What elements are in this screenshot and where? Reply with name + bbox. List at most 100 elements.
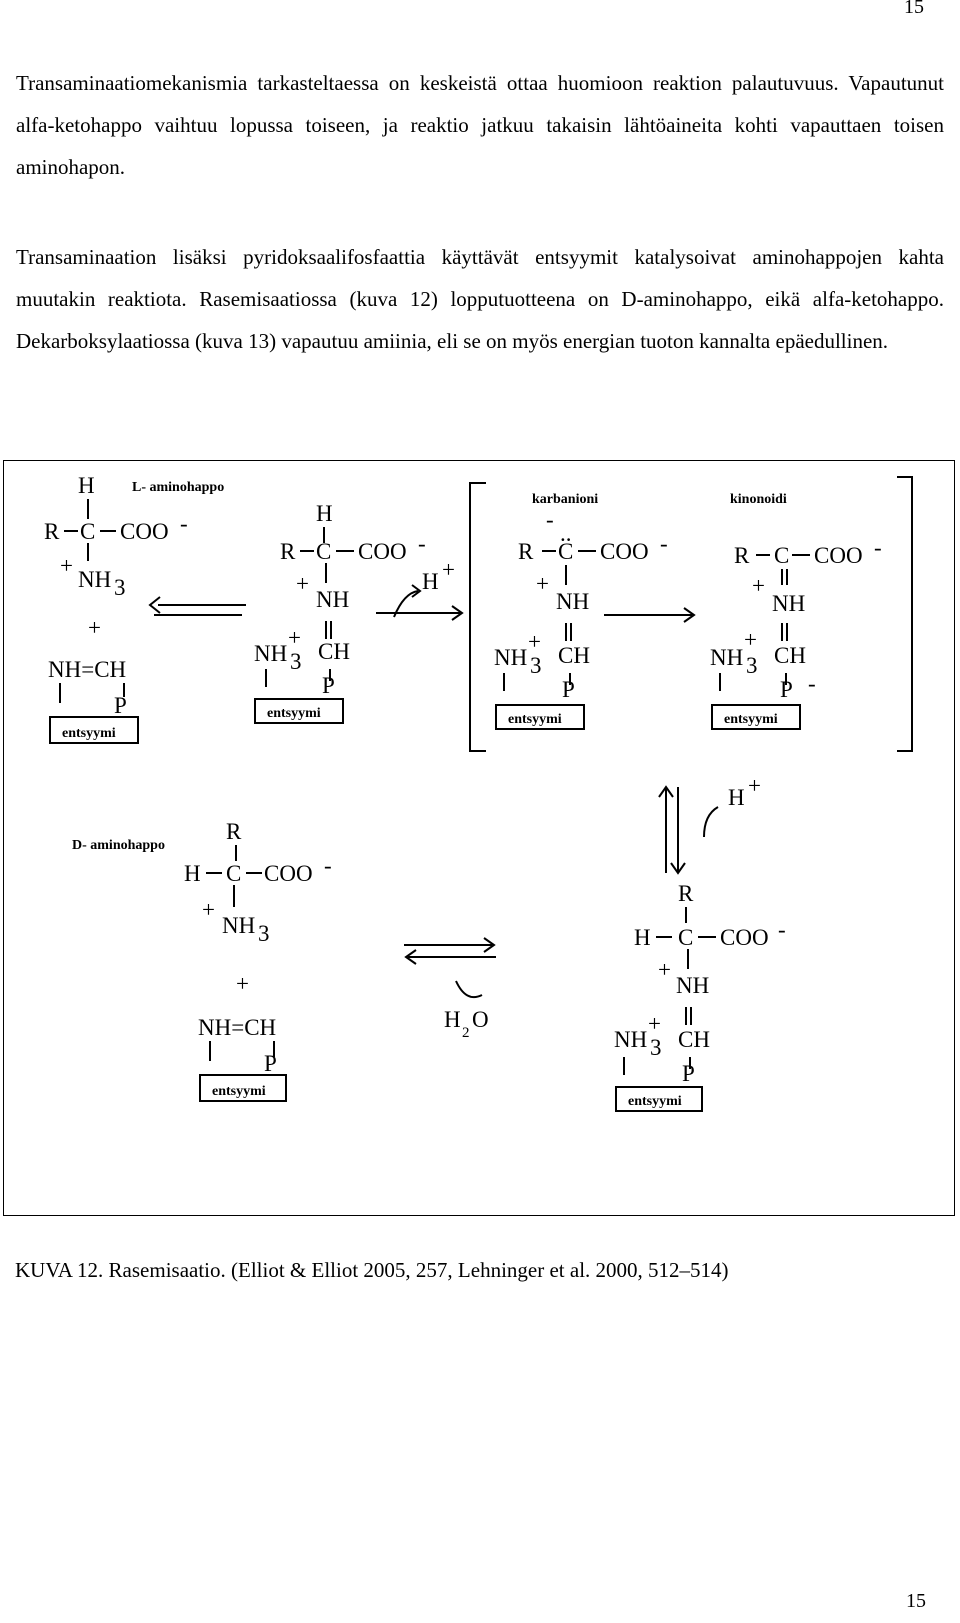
atom: + (236, 971, 249, 996)
atom: + (648, 1011, 661, 1036)
enzyme-label-6: entsyymi (628, 1094, 682, 1109)
atom: + (296, 571, 309, 596)
atom: P (114, 693, 127, 718)
reaction-scheme-svg: L- aminohappo karbanioni kinonoidi D- am… (44, 473, 913, 1112)
atom: H (78, 473, 95, 498)
atom: P (780, 677, 793, 702)
label-d-aminohappo: D- aminohappo (72, 838, 165, 853)
atom: NH (710, 645, 743, 670)
label-l-aminohappo: L- aminohappo (132, 480, 224, 495)
atom: NH (556, 589, 589, 614)
atom: - (808, 671, 816, 696)
paragraph-1: Transaminaatiomekanismia tarkasteltaessa… (16, 71, 944, 179)
enzyme-box-6 (615, 1086, 703, 1112)
atom: R (280, 539, 296, 564)
atom: .. (560, 521, 572, 546)
enzyme-label-1: entsyymi (62, 726, 116, 741)
atom: H (728, 785, 745, 810)
atom: NH=CH (198, 1015, 276, 1040)
atom: C (316, 539, 331, 564)
figure-caption: KUVA 12. Rasemisaatio. (Elliot & Elliot … (15, 1258, 729, 1282)
atom: H (444, 1007, 461, 1032)
atom: NH (316, 587, 349, 612)
atom: - (418, 531, 426, 556)
atom: 3 (650, 1035, 662, 1060)
label-karbanioni: karbanioni (532, 492, 598, 507)
atom: NH (676, 973, 709, 998)
atom: H (634, 925, 651, 950)
atom: P (264, 1051, 277, 1076)
enzyme-box-1 (49, 716, 139, 744)
atom: 2 (462, 1025, 470, 1041)
atom: R (226, 819, 242, 844)
atom: + (60, 553, 73, 578)
right-bracket (897, 476, 913, 752)
atom: NH (78, 567, 111, 592)
enzyme-label-2: entsyymi (267, 706, 321, 721)
atom: NH (614, 1027, 647, 1052)
atom: R (44, 519, 60, 544)
atom: COO (600, 539, 649, 564)
atom: 3 (746, 653, 758, 678)
atom: P (682, 1061, 695, 1086)
atom: R (518, 539, 534, 564)
atom: COO (264, 861, 313, 886)
page-number-bottom: 15 (906, 1590, 926, 1612)
atom: H (316, 501, 333, 526)
atom: C (226, 861, 241, 886)
atom: C (80, 519, 95, 544)
atom: + (536, 571, 549, 596)
page-number-top: 15 (904, 0, 924, 18)
atom: R (678, 881, 694, 906)
atom: O (472, 1007, 489, 1032)
atom: + (744, 627, 757, 652)
atom: H (184, 861, 201, 886)
atom: NH (254, 641, 287, 666)
atom: CH (774, 643, 806, 668)
enzyme-box-3 (495, 704, 585, 730)
atom: COO (814, 543, 863, 568)
atom: - (324, 853, 332, 878)
atom: COO (720, 925, 769, 950)
atom: NH (772, 591, 805, 616)
atom: 3 (290, 649, 302, 674)
atom: 3 (258, 921, 270, 946)
atom: - (874, 535, 882, 560)
atom: NH (494, 645, 527, 670)
atom: + (88, 615, 101, 640)
enzyme-label-3: entsyymi (508, 712, 562, 727)
atom: - (778, 917, 786, 942)
atom: C (678, 925, 693, 950)
atom: H (422, 569, 439, 594)
atom: - (546, 507, 554, 532)
atom: + (748, 773, 761, 798)
atom: 3 (530, 653, 542, 678)
enzyme-box-4 (711, 704, 801, 730)
atom: P (562, 677, 575, 702)
atom: + (202, 897, 215, 922)
atom: + (442, 557, 455, 582)
atom: C (558, 539, 573, 564)
atom: CH (558, 643, 590, 668)
atom: P (322, 673, 335, 698)
paragraph-2: Transaminaation lisäksi pyridoksaalifosf… (16, 245, 944, 353)
atom: C (774, 543, 789, 568)
atom: + (658, 957, 671, 982)
racemization-figure: L- aminohappo karbanioni kinonoidi D- am… (3, 460, 955, 1216)
atom: NH (222, 913, 255, 938)
label-kinonoidi: kinonoidi (730, 492, 787, 507)
enzyme-box-2 (254, 698, 344, 724)
enzyme-box-5 (199, 1074, 287, 1102)
atom: COO (358, 539, 407, 564)
atom: R (734, 543, 750, 568)
atom: + (752, 573, 765, 598)
atom: + (528, 629, 541, 654)
atom: + (288, 625, 301, 650)
atom: COO (120, 519, 169, 544)
enzyme-label-4: entsyymi (724, 712, 778, 727)
enzyme-label-5: entsyymi (212, 1084, 266, 1099)
left-bracket (469, 482, 486, 752)
atom: 3 (114, 575, 126, 600)
atom: CH (318, 639, 350, 664)
atom: - (660, 531, 668, 556)
